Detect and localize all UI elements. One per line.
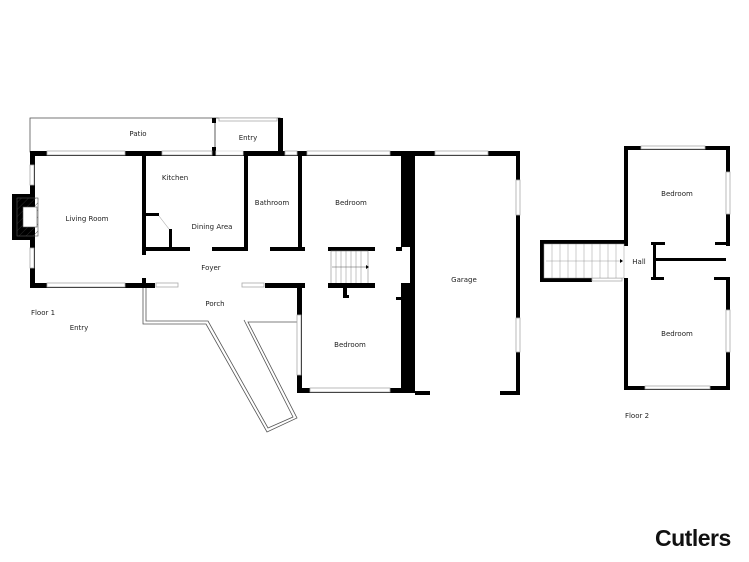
label-foyer: Foyer: [201, 264, 221, 272]
label-dining-area: Dining Area: [192, 223, 233, 231]
label-bedroom-lower: Bedroom: [334, 341, 366, 349]
label-patio: Patio: [129, 130, 146, 138]
label-bathroom: Bathroom: [255, 199, 290, 207]
patio-outline: [29, 117, 216, 153]
label-living-room: Living Room: [66, 215, 109, 223]
room-labels: Patio Entry Kitchen Living Room Dining A…: [31, 130, 693, 420]
label-f2-bedroom-upper: Bedroom: [661, 190, 693, 198]
label-bedroom-upper: Bedroom: [335, 199, 367, 207]
label-entry: Entry: [239, 134, 258, 142]
cutlers-logo: Cutlers: [655, 525, 731, 551]
label-garage: Garage: [451, 276, 477, 284]
label-porch: Porch: [205, 300, 224, 308]
label-entry-outside: Entry: [70, 324, 89, 332]
label-hall: Hall: [632, 258, 645, 266]
stairs: [330, 250, 369, 285]
stairs-floor-2: [543, 243, 625, 279]
label-kitchen: Kitchen: [162, 174, 188, 182]
floor-1-plan: [12, 117, 521, 433]
label-floor-2: Floor 2: [625, 412, 649, 420]
label-floor-1: Floor 1: [31, 309, 55, 317]
floor-2-plan: [540, 145, 731, 390]
label-f2-bedroom-lower: Bedroom: [661, 330, 693, 338]
